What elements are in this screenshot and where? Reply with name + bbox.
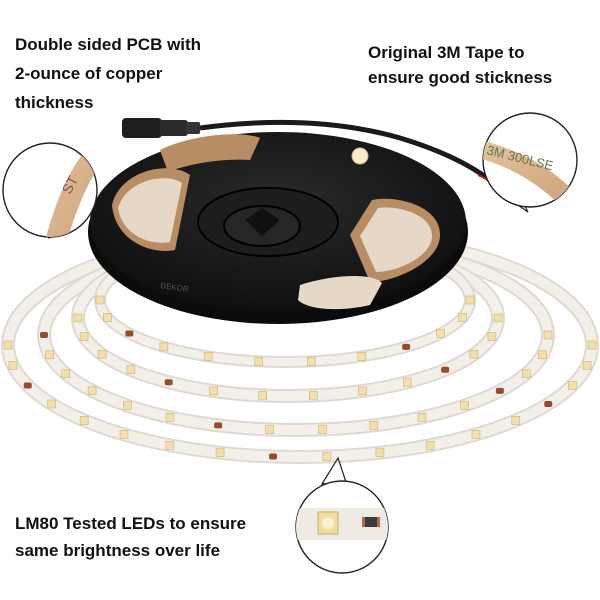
led-chip	[103, 313, 112, 322]
led-chip	[543, 330, 553, 340]
led-chip	[465, 295, 475, 305]
led-chip	[258, 391, 267, 400]
led-chip	[123, 401, 132, 410]
copper-pad	[40, 332, 48, 338]
copper-pad	[402, 343, 411, 350]
led-caption-line-1: LM80 Tested LEDs to ensure	[15, 514, 247, 533]
copper-pad	[495, 387, 504, 394]
led-chip	[318, 425, 327, 434]
led-chip	[73, 313, 83, 323]
led-chip	[417, 412, 427, 422]
led-chip	[358, 386, 367, 396]
pcb-callout: ST	[2, 142, 98, 239]
reel: DEKOR	[88, 132, 468, 324]
copper-pad	[544, 400, 553, 407]
led-chip	[469, 349, 479, 359]
reel-print: DEKOR	[160, 281, 190, 294]
copper-pad	[214, 422, 223, 429]
led-chip	[209, 386, 218, 396]
led-chip	[45, 350, 54, 360]
led-chip	[567, 381, 577, 390]
led-chip	[402, 377, 412, 387]
dc-jack	[122, 118, 162, 138]
tape-caption: Original 3M Tape to ensure good sticknes…	[368, 40, 552, 90]
led-chip	[61, 369, 71, 378]
led-caption-line-2: same brightness over life	[15, 541, 221, 560]
led-chip	[458, 313, 467, 322]
copper-pad	[125, 330, 134, 337]
led-chip	[79, 416, 89, 425]
tape-callout: 3M 300LSE	[482, 112, 578, 213]
led-chip	[126, 365, 136, 375]
led-chip	[265, 425, 274, 434]
led-chip	[493, 313, 503, 323]
tape-caption-line-2: ensure good stickness	[368, 68, 553, 87]
led-chip	[357, 352, 367, 361]
led-chip	[165, 440, 175, 450]
copper-pad	[23, 382, 32, 389]
led-callout	[295, 456, 389, 574]
led-caption: LM80 Tested LEDs to ensure same brightne…	[15, 510, 246, 564]
led-chip	[3, 340, 13, 350]
pcb-caption-line-2: 2-ounce of copper	[15, 64, 163, 83]
copper-pad	[164, 379, 173, 386]
pcb-caption-line-3: thickness	[15, 93, 94, 112]
led-chip	[538, 350, 547, 360]
led-chip	[307, 357, 316, 366]
led-chip	[254, 357, 263, 366]
copper-pad	[441, 366, 450, 373]
led-chip	[87, 386, 97, 396]
led-chip	[79, 332, 89, 341]
led-chip	[159, 342, 169, 352]
pcb-caption: Double sided PCB with 2-ounce of copper …	[15, 30, 201, 117]
led-chip	[165, 412, 175, 422]
led-chip	[322, 452, 332, 461]
led-chip	[460, 401, 469, 410]
copper-pad	[269, 453, 278, 460]
led-chip	[587, 340, 597, 350]
led-chip	[521, 369, 531, 378]
led-chip	[425, 440, 435, 450]
led-chip	[95, 295, 105, 305]
led-chip	[309, 391, 318, 400]
led-chip	[369, 421, 379, 430]
led-chip	[8, 361, 18, 370]
led-chip	[47, 399, 57, 409]
led-chip	[436, 329, 445, 338]
tape-caption-line-1: Original 3M Tape to	[368, 43, 525, 62]
led-chip	[511, 416, 521, 425]
led-chip	[487, 332, 497, 341]
led-chip	[215, 448, 225, 458]
led-chip	[471, 430, 481, 439]
pcb-caption-line-1: Double sided PCB with	[15, 35, 202, 54]
led-chip	[119, 430, 129, 439]
led-chip	[203, 352, 213, 361]
led-chips	[3, 295, 597, 461]
svg-text:ST: ST	[59, 173, 82, 197]
led-chip	[97, 349, 107, 359]
led-chip	[375, 448, 385, 458]
led-chip	[582, 361, 592, 370]
